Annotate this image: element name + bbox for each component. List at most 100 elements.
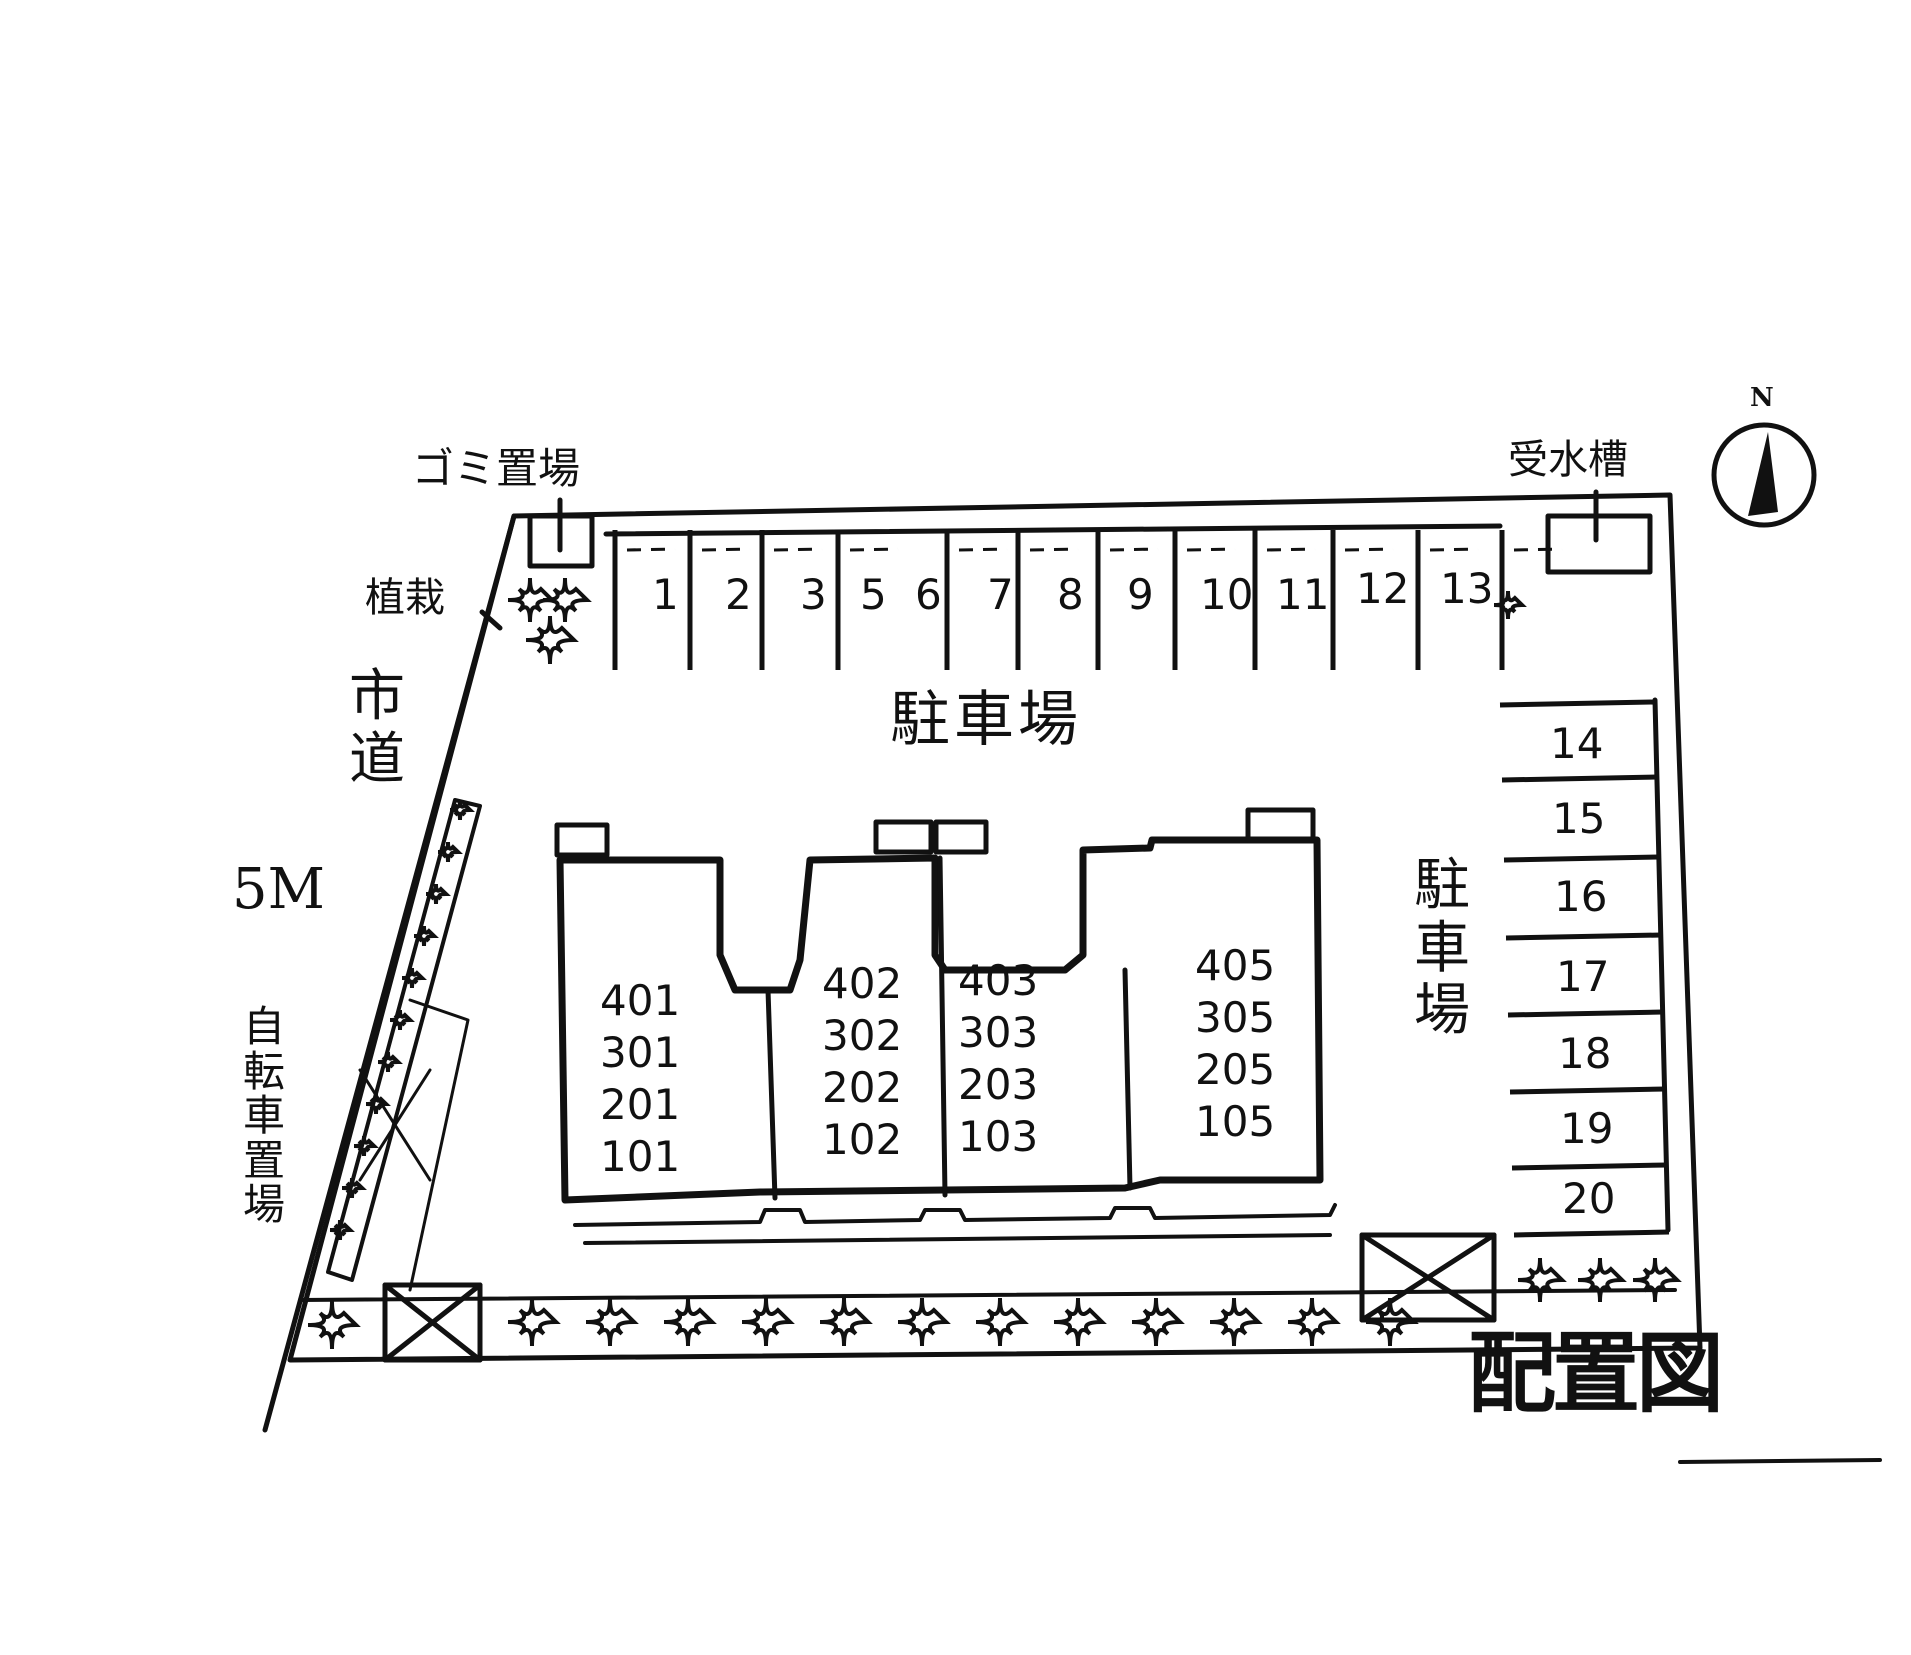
roof-cap-2 bbox=[873, 819, 934, 855]
planting-label: 植栽 bbox=[365, 575, 445, 621]
parking-top-dash bbox=[1429, 547, 1479, 552]
shrub-icon bbox=[819, 1297, 873, 1347]
parking-right-dividers bbox=[1499, 699, 1670, 1238]
parking-stall-label: 9 bbox=[1127, 570, 1154, 619]
parking-top-dash bbox=[849, 547, 899, 552]
xbox-right-diag-2 bbox=[1359, 1232, 1497, 1323]
road-name-label-char: 道 bbox=[349, 726, 405, 792]
shrub-icon bbox=[975, 1297, 1029, 1347]
building-outline bbox=[556, 836, 1324, 1204]
shrub-icon bbox=[401, 967, 427, 989]
parking-stall-label: 18 bbox=[1558, 1029, 1612, 1078]
property-boundary bbox=[287, 492, 1703, 1363]
parking-right-label: 駐車場 bbox=[1410, 854, 1474, 1044]
parking-top-back-line bbox=[603, 523, 1503, 537]
parking-stall-label: 20 bbox=[1562, 1174, 1616, 1223]
parking-stall-label: 6 bbox=[915, 570, 942, 619]
scan-edge-line bbox=[1678, 1458, 1882, 1464]
parking-top-dividers bbox=[612, 530, 1563, 670]
bicycle-area-cross-2 bbox=[358, 1068, 432, 1182]
unit-number: 201 bbox=[600, 1080, 681, 1130]
unit-number: 205 bbox=[1195, 1045, 1276, 1095]
xbox-right bbox=[1359, 1232, 1497, 1323]
hedge-top-line bbox=[298, 1288, 1677, 1302]
parking-stall-label: 7 bbox=[987, 570, 1014, 619]
parking-stall-label: 19 bbox=[1560, 1104, 1614, 1153]
unit-number: 302 bbox=[822, 1011, 903, 1061]
shrub-icon bbox=[1577, 1257, 1627, 1303]
parking-stall-label: 11 bbox=[1276, 570, 1330, 619]
unit-number: 202 bbox=[822, 1063, 903, 1113]
shrub-icon bbox=[425, 883, 451, 905]
garbage-area-label: ゴミ置場 bbox=[412, 444, 581, 493]
parking-stall-label: 15 bbox=[1552, 794, 1606, 843]
shrub-icon bbox=[449, 799, 475, 821]
planting-leader-line bbox=[479, 609, 503, 631]
parking-stall-label: 16 bbox=[1554, 872, 1608, 921]
parking-stall-label: 17 bbox=[1556, 952, 1610, 1001]
shrub-icon bbox=[1365, 1297, 1419, 1347]
shrub-icon bbox=[389, 1009, 415, 1031]
unit-number: 301 bbox=[600, 1028, 681, 1078]
bicycle-parking-label-char: 自 bbox=[242, 1002, 285, 1051]
unit-number: 101 bbox=[600, 1132, 681, 1182]
shrub-icon bbox=[1131, 1297, 1185, 1347]
unit-number: 105 bbox=[1195, 1097, 1276, 1147]
unit-number: 401 bbox=[600, 976, 681, 1025]
parking-stall-label: 10 bbox=[1200, 570, 1254, 619]
unit-number: 403 bbox=[958, 956, 1039, 1005]
parking-top-dash bbox=[1029, 547, 1079, 552]
unit-number: 103 bbox=[958, 1112, 1039, 1162]
north-label: N bbox=[1750, 383, 1774, 413]
unit-number: 402 bbox=[822, 959, 903, 1008]
parking-top-dash bbox=[701, 547, 751, 552]
roof-cap-1 bbox=[554, 822, 610, 858]
parking-right-label-char: 場 bbox=[1414, 978, 1470, 1044]
parking-top-dash bbox=[1513, 547, 1563, 552]
parking-top-dash bbox=[626, 547, 676, 552]
parking-right-divider bbox=[1511, 1162, 1668, 1171]
bicycle-strip bbox=[326, 798, 482, 1282]
parking-stall-label: 1 bbox=[652, 570, 679, 619]
shrubs bbox=[307, 577, 1682, 1350]
road-width-label: 5M bbox=[232, 857, 325, 922]
parking-top-label: 駐車場 bbox=[890, 685, 1082, 755]
road-name-label: 市道 bbox=[345, 664, 409, 792]
partition-3 bbox=[1122, 967, 1133, 1191]
shrub-icon bbox=[1517, 1257, 1567, 1303]
parking-right-label-char: 車 bbox=[1414, 915, 1470, 981]
bicycle-parking-label: 自転車置場 bbox=[240, 1002, 288, 1230]
bicycle-parking-label-char: 転 bbox=[242, 1046, 285, 1096]
compass-circle bbox=[1711, 422, 1817, 528]
walkway-line-lower bbox=[583, 1233, 1332, 1245]
shrub-icon bbox=[897, 1297, 951, 1347]
shrub-icon bbox=[1287, 1297, 1341, 1347]
parking-stall-label: 5 bbox=[860, 570, 887, 619]
parking-right-divider bbox=[1505, 932, 1662, 941]
parking-stall-label: 12 bbox=[1356, 564, 1410, 613]
parking-right-divider bbox=[1501, 774, 1658, 783]
parking-right-divider bbox=[1513, 1229, 1670, 1238]
bicycle-parking-label-char: 置 bbox=[242, 1135, 285, 1185]
parking-top-dash bbox=[1109, 547, 1159, 552]
shrub-icon bbox=[437, 841, 463, 863]
shrub-icon bbox=[1493, 590, 1527, 620]
parking-top-dash bbox=[1266, 547, 1316, 552]
bicycle-parking-label-char: 場 bbox=[242, 1180, 285, 1230]
unit-number: 203 bbox=[958, 1060, 1039, 1110]
shrub-icon bbox=[525, 615, 579, 665]
parking-stall-label: 3 bbox=[800, 570, 827, 619]
xbox-left-diag-2 bbox=[382, 1282, 483, 1363]
roof-cap-3 bbox=[933, 819, 989, 855]
shrub-icon bbox=[413, 925, 439, 947]
road-name-label-char: 市 bbox=[349, 664, 405, 729]
partition-1 bbox=[765, 987, 778, 1201]
shrub-icon bbox=[663, 1297, 717, 1347]
parking-stall-label: 14 bbox=[1550, 719, 1604, 768]
parking-top-dash bbox=[958, 547, 1008, 552]
shrub-icon bbox=[1209, 1297, 1263, 1347]
parking-top-dash bbox=[773, 547, 823, 552]
shrub-icon bbox=[741, 1297, 795, 1347]
